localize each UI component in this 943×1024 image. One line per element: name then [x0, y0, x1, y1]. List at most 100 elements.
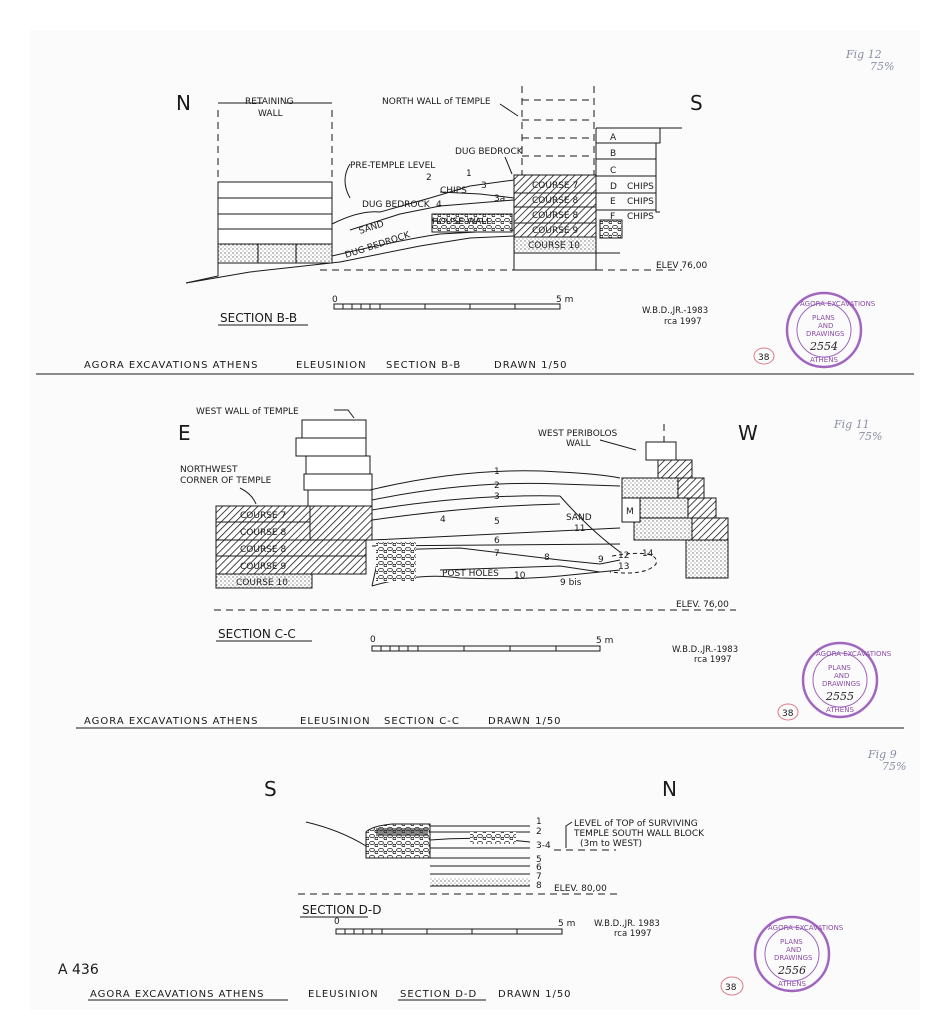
svg-text:6: 6: [494, 536, 500, 546]
temple-courses-b: COURSE 7 COURSE 8 COURSE 8 COURSE 9 COUR…: [513, 174, 597, 254]
north-wall-label: NORTH WALL of TEMPLE: [382, 97, 491, 107]
svg-text:0: 0: [370, 635, 376, 645]
svg-text:3-4: 3-4: [536, 841, 551, 851]
section-b-b: N S RETAINING WALL NORTH WALL of TEMPLE: [84, 48, 894, 371]
svg-text:(3m to WEST): (3m to WEST): [580, 839, 642, 849]
svg-text:SAND: SAND: [566, 513, 592, 523]
svg-text:PLANS: PLANS: [812, 314, 835, 322]
registry-stamp-d: AGORA EXCAVATIONS PLANS AND DRAWINGS 255…: [753, 915, 844, 993]
svg-text:COURSE 8: COURSE 8: [240, 545, 286, 555]
svg-text:CORNER OF TEMPLE: CORNER OF TEMPLE: [180, 476, 272, 486]
svg-text:5: 5: [536, 855, 542, 865]
svg-text:A: A: [610, 133, 617, 143]
circled-number-b: 38: [758, 353, 770, 363]
svg-text:COURSE 8: COURSE 8: [240, 528, 286, 538]
registry-stamp-c: AGORA EXCAVATIONS PLANS AND DRAWINGS 255…: [801, 641, 892, 719]
svg-text:3: 3: [494, 492, 500, 502]
section-c-title: SECTION C-C: [218, 627, 296, 641]
svg-text:2: 2: [494, 481, 500, 491]
svg-text:AGORA EXCAVATIONS ATHENS: AGORA EXCAVATIONS ATHENS: [84, 360, 259, 371]
svg-text:CHIPS: CHIPS: [627, 212, 654, 222]
west-wall-stack: [295, 419, 373, 507]
svg-text:D: D: [610, 182, 617, 192]
svg-text:DRAWINGS: DRAWINGS: [806, 330, 845, 338]
svg-text:SECTION B-B: SECTION B-B: [386, 360, 461, 371]
svg-text:DRAWN 1/50: DRAWN 1/50: [498, 989, 572, 1000]
svg-text:W.B.D.,JR.-1983: W.B.D.,JR.-1983: [642, 306, 708, 316]
svg-text:8: 8: [544, 553, 550, 563]
svg-text:0: 0: [334, 917, 340, 927]
svg-text:AGORA EXCAVATIONS: AGORA EXCAVATIONS: [800, 300, 876, 308]
svg-text:COURSE 9: COURSE 9: [532, 226, 578, 236]
svg-text:4: 4: [436, 200, 442, 210]
footer-b: AGORA EXCAVATIONS ATHENS ELEUSINION SECT…: [84, 360, 568, 371]
section-b-title: SECTION B-B: [220, 311, 297, 325]
svg-text:2554: 2554: [809, 340, 838, 353]
svg-text:TEMPLE SOUTH WALL BLOCK: TEMPLE SOUTH WALL BLOCK: [573, 829, 705, 839]
svg-text:1: 1: [466, 169, 472, 179]
peribolos-wall: M: [621, 441, 729, 579]
registry-stamp-b: AGORA EXCAVATIONS PLANS AND DRAWINGS 255…: [785, 291, 876, 369]
svg-text:2: 2: [536, 827, 542, 837]
svg-text:14: 14: [642, 549, 654, 559]
svg-text:CHIPS: CHIPS: [440, 186, 467, 196]
svg-text:WALL: WALL: [566, 439, 591, 449]
svg-text:3a: 3a: [494, 194, 505, 204]
svg-text:75%: 75%: [858, 430, 882, 443]
fig-note-d: Fig 9: [867, 748, 897, 761]
svg-text:5 m: 5 m: [556, 295, 573, 305]
temple-courses-c: COURSE 7 COURSE 8 COURSE 8 COURSE 9 COUR…: [215, 505, 373, 589]
svg-text:DRAWN 1/50: DRAWN 1/50: [488, 716, 562, 727]
svg-text:COURSE 8: COURSE 8: [532, 196, 578, 206]
svg-text:75%: 75%: [882, 760, 906, 773]
svg-text:B: B: [610, 149, 616, 159]
svg-text:5: 5: [494, 517, 500, 527]
east-label: E: [178, 421, 191, 445]
svg-text:AND: AND: [834, 672, 849, 680]
north-label: N: [176, 91, 191, 115]
svg-text:F: F: [610, 212, 615, 222]
north-label-d: N: [662, 777, 677, 801]
svg-text:0: 0: [332, 295, 338, 305]
retaining-label: RETAINING: [245, 97, 294, 107]
svg-text:AND: AND: [818, 322, 833, 330]
svg-text:ELEUSINION: ELEUSINION: [308, 989, 379, 1000]
svg-text:AND: AND: [786, 946, 801, 954]
svg-text:1: 1: [494, 467, 500, 477]
svg-text:PLANS: PLANS: [828, 664, 851, 672]
svg-text:5 m: 5 m: [558, 919, 575, 929]
svg-text:75%: 75%: [870, 60, 894, 73]
svg-text:AGORA EXCAVATIONS: AGORA EXCAVATIONS: [816, 650, 892, 658]
retaining-wall-blocks: [217, 181, 333, 264]
svg-text:2556: 2556: [777, 964, 806, 977]
svg-text:DRAWN 1/50: DRAWN 1/50: [494, 360, 568, 371]
scale-bar-d: 0 5 m: [334, 917, 575, 935]
svg-text:POST HOLES: POST HOLES: [442, 569, 499, 579]
svg-text:1: 1: [536, 817, 542, 827]
svg-text:HOUSE WALL: HOUSE WALL: [432, 217, 491, 227]
svg-text:ATHENS: ATHENS: [810, 356, 838, 364]
svg-text:LEVEL of TOP of SURVIVING: LEVEL of TOP of SURVIVING: [574, 819, 698, 829]
scale-bar-b: 0 5 m: [332, 295, 573, 310]
section-d-d: S N 1 2 3-4 5 6 7 8 LEVEL of TOP of SURV…: [58, 748, 906, 1001]
svg-text:AGORA EXCAVATIONS: AGORA EXCAVATIONS: [768, 924, 844, 932]
svg-text:CHIPS: CHIPS: [627, 182, 654, 192]
svg-text:ELEUSINION: ELEUSINION: [300, 716, 371, 727]
south-label: S: [690, 91, 703, 115]
west-label: W: [738, 421, 758, 445]
svg-text:W.B.D.,JR.-1983: W.B.D.,JR.-1983: [672, 645, 738, 655]
svg-text:PLANS: PLANS: [780, 938, 803, 946]
south-label-d: S: [264, 777, 277, 801]
svg-text:12: 12: [618, 551, 629, 561]
svg-text:WEST PERIBOLOS: WEST PERIBOLOS: [538, 429, 618, 439]
svg-text:2: 2: [426, 173, 432, 183]
svg-text:7: 7: [494, 549, 500, 559]
svg-text:C: C: [610, 166, 616, 176]
svg-text:DUG BEDROCK: DUG BEDROCK: [362, 200, 431, 210]
svg-text:AGORA EXCAVATIONS ATHENS: AGORA EXCAVATIONS ATHENS: [84, 716, 259, 727]
svg-text:COURSE 10: COURSE 10: [528, 241, 580, 251]
scale-bar-c: 0 5 m: [370, 635, 613, 652]
svg-text:rca 1997: rca 1997: [664, 317, 702, 327]
svg-text:10: 10: [514, 571, 526, 581]
svg-text:M: M: [626, 507, 634, 517]
